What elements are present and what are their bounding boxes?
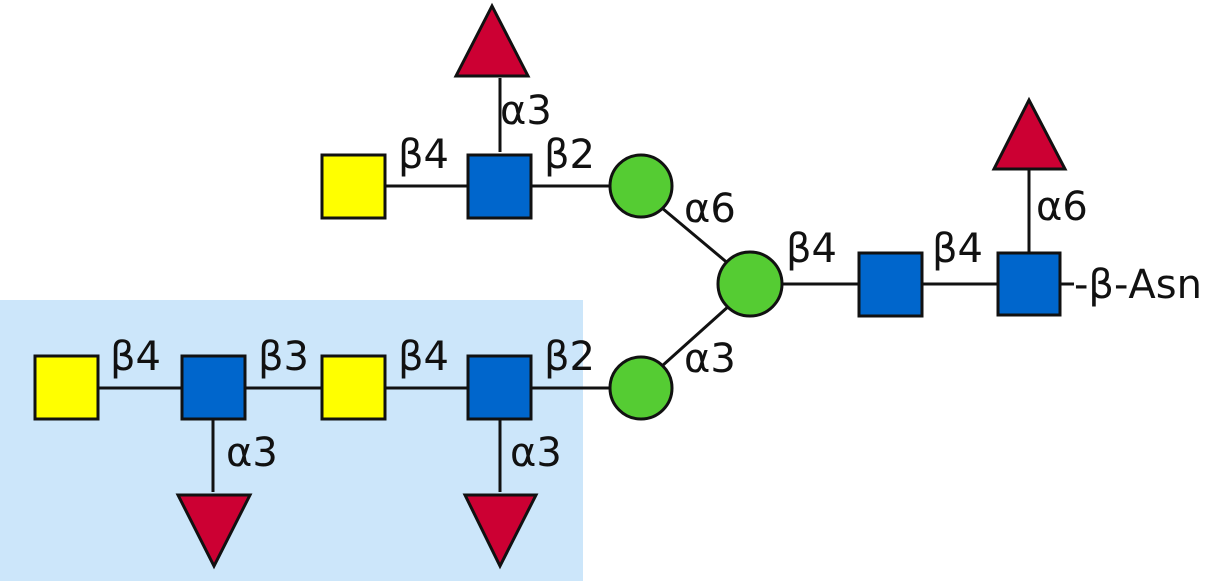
- linkage-label-b-gal1: β4: [110, 334, 161, 380]
- linkage-label-man-a6: α6: [684, 186, 736, 232]
- glcnac-square-core1: [857, 251, 924, 318]
- fucose-triangle-b1: [175, 493, 253, 570]
- bonds: [98, 78, 1074, 492]
- fucose-triangle-b2: [462, 493, 539, 570]
- linkage-label-core-glcnac: β4: [932, 226, 983, 272]
- bond-man6-core: [661, 206, 731, 267]
- galactose-square-b1: [33, 354, 100, 421]
- fucose-triangle-core: [991, 96, 1068, 171]
- glcnac-square-b2: [466, 354, 533, 421]
- linkage-label-b-gal2: β4: [398, 334, 449, 380]
- linkage-label-b-fuc1: α3: [226, 430, 278, 476]
- linkage-label-b-fuc2: α3: [510, 430, 562, 476]
- linkage-label-b-glcnac: β2: [544, 334, 595, 380]
- linkage-label-b-beta3: β3: [258, 334, 309, 380]
- linkage-label-core-fuc: α6: [1036, 184, 1088, 230]
- linkage-label-man-core: β4: [786, 226, 837, 272]
- linkage-label-top-fuc: α3: [500, 88, 552, 134]
- linkage-labels: α3 β4 β2 α6 β4 β4 α6 β4 β3 β4 β2 α3 α3 α…: [110, 88, 1202, 476]
- linkage-label-top-glcnac: β2: [544, 132, 595, 178]
- glcnac-square-core2: [996, 251, 1062, 317]
- mannose-circle-a3: [608, 355, 674, 421]
- fucose-triangle-top: [453, 2, 531, 78]
- bond-man3-core: [660, 303, 732, 368]
- monosaccharides: [33, 2, 1068, 570]
- galactose-square-b2: [320, 354, 387, 421]
- linkage-label-top-gal: β4: [398, 132, 449, 178]
- glcnac-square-top: [466, 153, 533, 220]
- linkage-label-man-a3: α3: [684, 336, 736, 382]
- mannose-circle-core: [716, 250, 784, 318]
- glcnac-square-b1: [180, 354, 247, 421]
- aglycone-label: -β-Asn: [1074, 262, 1202, 308]
- mannose-circle-a6: [608, 153, 674, 219]
- galactose-square-top: [320, 153, 387, 220]
